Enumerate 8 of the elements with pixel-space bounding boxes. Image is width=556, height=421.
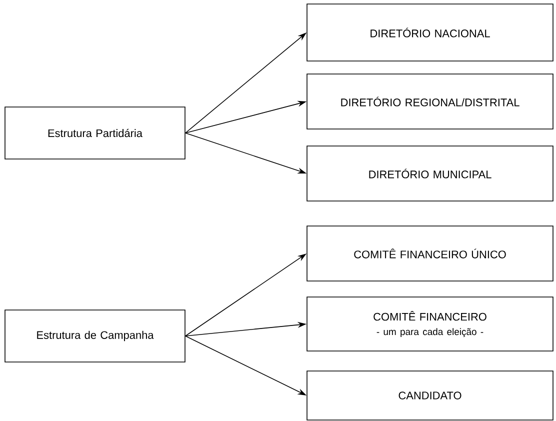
text-box: DIRETÓRIO NACIONAL (306, 4, 554, 62)
text-box: COMITÊ FINANCEIRO ÚNICO (306, 226, 554, 282)
text-box: CANDIDATO (306, 370, 554, 420)
text-box: DIRETÓRIO MUNICIPAL (306, 146, 554, 202)
text-box: Estrutura Partidária (4, 106, 186, 160)
text-box: DIRETÓRIO REGIONAL/DISTRITAL (306, 74, 554, 130)
text-box: COMITÊ FINANCEIRO - um para cada eleição - (306, 296, 554, 352)
text-box: Estrutura de Campanha (4, 310, 186, 362)
